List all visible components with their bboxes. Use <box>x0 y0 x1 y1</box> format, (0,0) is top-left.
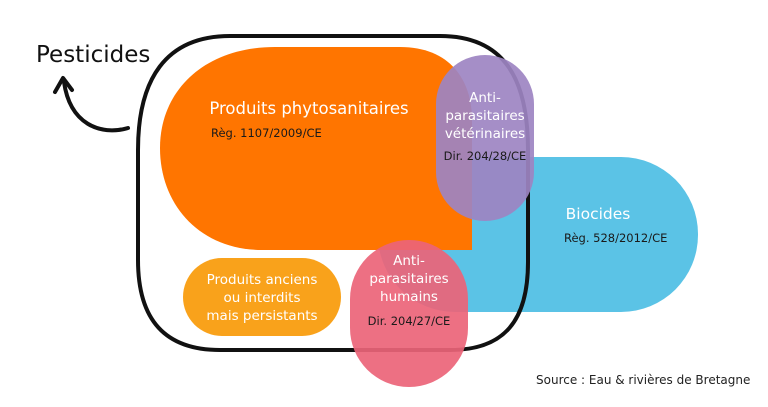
humains-label-line-3: humains <box>380 289 438 305</box>
phyto-shape <box>160 47 472 250</box>
curved-arrow-icon <box>53 76 130 133</box>
veterinaires-label-line-2: parasitaires <box>445 108 524 124</box>
veterinaires-label-line-1: Anti- <box>469 90 501 106</box>
veterinaires-label-line-3: vétérinaires <box>445 126 525 142</box>
biocides-label: Biocides <box>566 205 631 223</box>
source-caption: Source : Eau & rivières de Bretagne <box>536 373 750 387</box>
diagram-title: Pesticides <box>36 42 150 68</box>
phyto-label: Produits phytosanitaires <box>209 99 408 118</box>
anciens-label-line-2: ou interdits <box>224 290 301 306</box>
humains-label-line-1: Anti- <box>393 253 425 269</box>
phyto-regulation: Règ. 1107/2009/CE <box>211 126 322 140</box>
humains-label-line-2: parasitaires <box>369 271 448 287</box>
biocides-regulation: Règ. 528/2012/CE <box>564 231 667 245</box>
veterinaires-regulation: Dir. 204/28/CE <box>444 149 527 163</box>
anciens-label-line-1: Produits anciens <box>207 272 318 288</box>
anciens-shape <box>183 258 341 336</box>
veterinaires-shape <box>436 55 534 221</box>
humains-regulation: Dir. 204/27/CE <box>368 314 451 328</box>
humains-shape <box>350 240 468 387</box>
anciens-label-line-3: mais persistants <box>206 308 317 324</box>
